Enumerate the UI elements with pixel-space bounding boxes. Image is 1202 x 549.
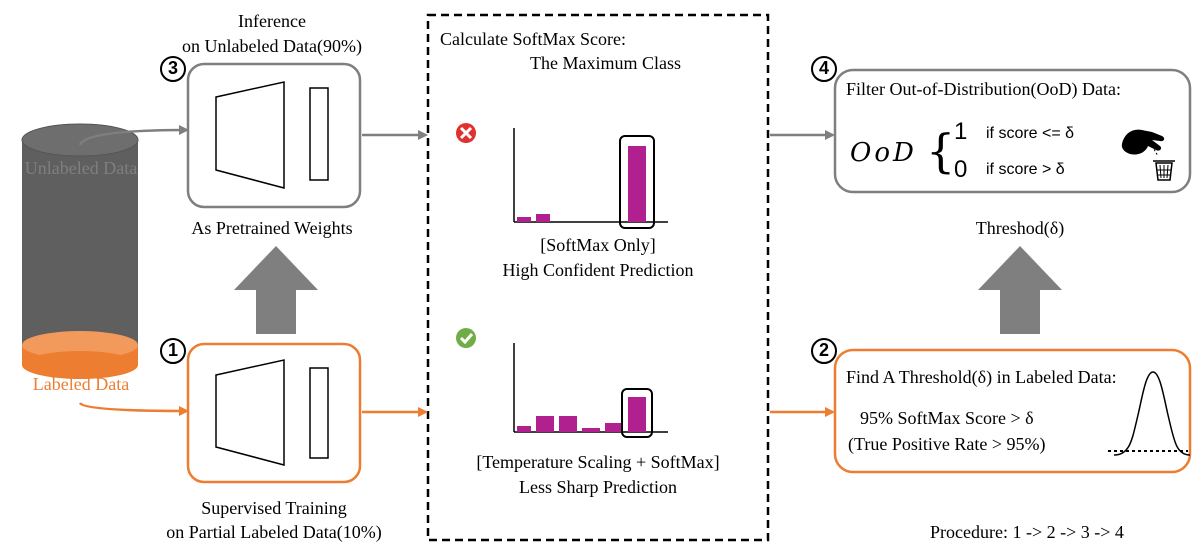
find-box: [833, 348, 1192, 474]
center-dashed-box: [426, 13, 770, 542]
lower-bar-chart: [513, 343, 668, 438]
step-1-label: 1: [167, 340, 178, 360]
top-model-caption: As Pretrained Weights: [191, 218, 353, 238]
find-line2: (True Positive Rate > 95%): [848, 434, 1046, 454]
lower-chart-caption-line2: Less Sharp Prediction: [519, 477, 677, 497]
unlabeled-data-label: Unlabeled Data: [24, 158, 138, 178]
filter-box: [833, 68, 1192, 194]
trash-icon: [1153, 160, 1175, 181]
bottom-model-caption-line1: Supervised Training: [201, 498, 347, 518]
ood-condition-0: if score > δ: [986, 161, 1065, 178]
lower-bar-6: [628, 397, 646, 432]
ood-symbol: OoD: [850, 138, 917, 168]
upper-bar-chart: [513, 128, 668, 229]
threshold-label: Threshod(δ): [975, 218, 1065, 238]
step-3-label: 3: [167, 58, 178, 78]
center-title-line1: Calculate SoftMax Score:: [440, 29, 626, 49]
ood-condition-1: if score <= δ: [986, 125, 1075, 142]
upper-bar-1: [517, 217, 531, 222]
find-title: Find A Threshold(δ) in Labeled Data:: [846, 367, 1117, 387]
step-2-label: 2: [818, 340, 829, 360]
data-cylinder: [21, 123, 139, 379]
step-4-label: 4: [818, 58, 829, 78]
lower-bar-3: [559, 416, 577, 432]
x-circle-icon: [456, 123, 476, 143]
ood-value-1: 1: [954, 118, 968, 145]
labeled-to-model-arrow: [78, 402, 189, 416]
find-line1: 95% SoftMax Score > δ: [860, 408, 1034, 428]
upper-chart-caption-line2: High Confident Prediction: [502, 260, 694, 280]
top-model-title-line1: Inference: [238, 11, 306, 31]
lower-bar-4: [582, 428, 600, 432]
up-arrow-right: [978, 246, 1062, 334]
lower-bar-1: [517, 426, 531, 432]
lower-bar-5: [605, 423, 623, 432]
upper-bar-highlight: [619, 135, 655, 229]
hand-icon: [1121, 129, 1165, 157]
upper-bar-3: [628, 146, 646, 222]
step-circles: [160, 56, 837, 364]
upper-chart-caption-line1: [SoftMax Only]: [540, 235, 656, 255]
center-title-line2: The Maximum Class: [530, 53, 681, 73]
up-arrow-left: [234, 246, 318, 334]
unlabeled-to-model-arrow: [78, 125, 189, 146]
filter-title: Filter Out-of-Distribution(OoD) Data:: [846, 79, 1121, 99]
procedure-label: Procedure: 1 -> 2 -> 3 -> 4: [930, 522, 1124, 542]
lower-bar-2: [536, 416, 554, 432]
upper-bar-2: [536, 214, 550, 222]
check-circle-icon: [456, 328, 476, 348]
lower-bar-highlight: [621, 388, 653, 438]
ood-brace: {: [926, 124, 956, 178]
lower-chart-caption-line1: [Temperature Scaling + SoftMax]: [476, 452, 720, 472]
ood-value-0: 0: [954, 156, 968, 183]
bottom-model-box: [186, 342, 362, 484]
bottom-model-caption-line2: on Partial Labeled Data(10%): [166, 522, 382, 542]
top-model-box: [186, 62, 362, 209]
top-model-title-line2: on Unlabeled Data(90%): [182, 36, 362, 56]
labeled-data-label: Labeled Data: [32, 374, 130, 394]
bell-curve-icon: [1108, 371, 1191, 456]
